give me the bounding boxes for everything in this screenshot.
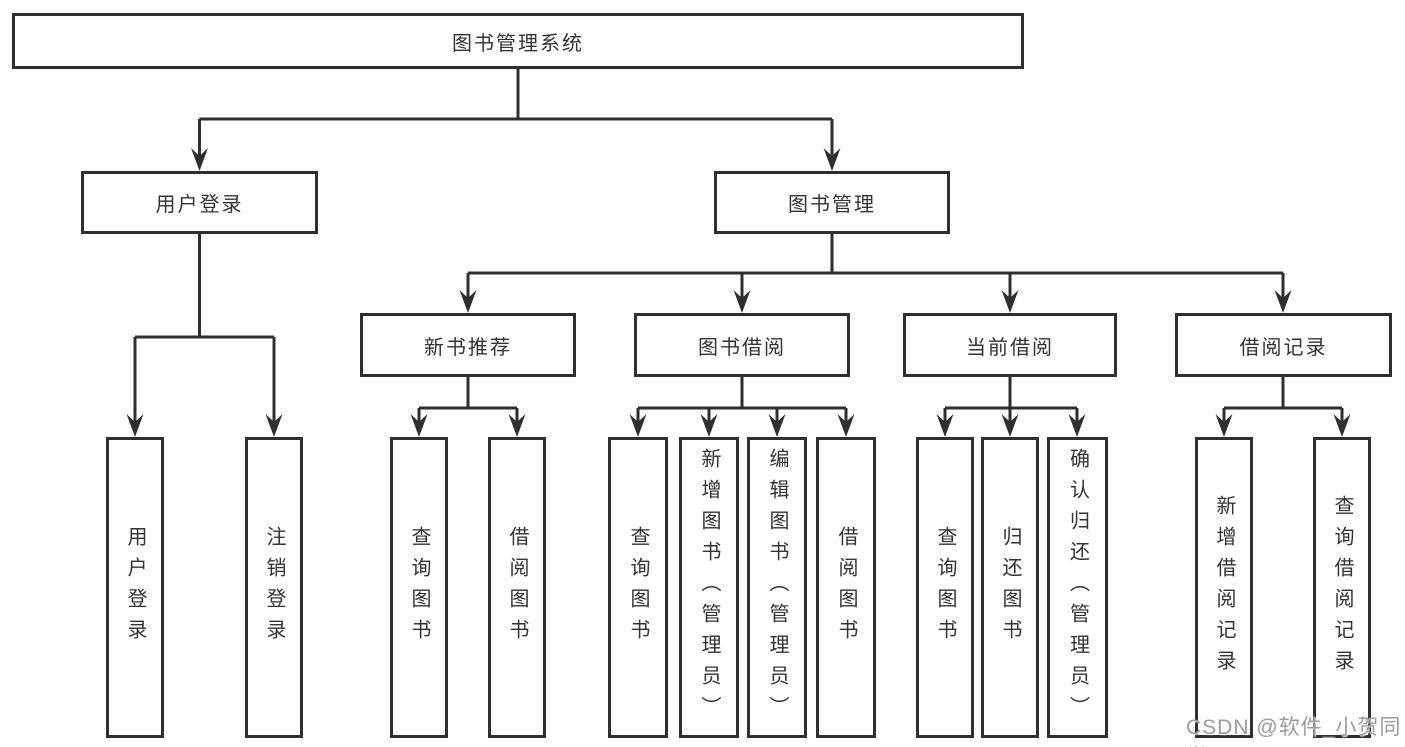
arrowhead-down-icon — [459, 290, 477, 313]
node-label: 新增图书（管理员） — [698, 448, 720, 727]
node-label: 借阅记录 — [1239, 336, 1328, 359]
node-label: 新书推荐 — [424, 336, 512, 359]
leaf-confirm-return-admin: 确认归还（管理员） — [1047, 437, 1108, 738]
leaf-add-borrow-record: 新增借阅记录 — [1195, 437, 1253, 738]
node-label: 借阅图书 — [835, 525, 857, 650]
arrowhead-down-icon — [1215, 414, 1233, 437]
node-book-borrowing: 图书借阅 — [634, 313, 850, 377]
node-label: 新增借阅记录 — [1213, 494, 1235, 681]
leaf-borrow-books: 借阅图书 — [816, 437, 876, 738]
arrowhead-down-icon — [191, 148, 208, 171]
node-label: 用户登录 — [124, 525, 146, 650]
arrowhead-down-icon — [823, 148, 841, 171]
node-system-root: 图书管理系统 — [12, 13, 1024, 69]
leaf-edit-books-admin: 编辑图书（管理员） — [747, 437, 807, 738]
node-label: 图书管理系统 — [452, 32, 584, 55]
node-label: 当前借阅 — [966, 336, 1054, 359]
node-borrow-records: 借阅记录 — [1175, 313, 1392, 377]
leaf-borrow-books: 借阅图书 — [488, 437, 546, 738]
node-label: 图书借阅 — [698, 336, 786, 359]
leaf-add-books-admin: 新增图书（管理员） — [679, 437, 739, 738]
arrowhead-down-icon — [629, 414, 647, 437]
node-label: 查询图书 — [408, 525, 430, 650]
node-current-borrowing: 当前借阅 — [903, 313, 1117, 377]
leaf-return-books: 归还图书 — [981, 437, 1039, 738]
node-book-management: 图书管理 — [714, 171, 950, 234]
arrowhead-down-icon — [265, 414, 283, 437]
node-label: 编辑图书（管理员） — [766, 448, 788, 727]
arrowhead-down-icon — [700, 414, 718, 437]
arrowhead-down-icon — [1274, 290, 1292, 313]
watermark-text: CSDN @软件_小贺同学 — [1186, 716, 1402, 747]
node-label: 查询图书 — [934, 525, 956, 650]
node-new-book-recommend: 新书推荐 — [360, 313, 576, 377]
node-user-login: 用户登录 — [81, 171, 318, 234]
leaf-query-borrow-record: 查询借阅记录 — [1313, 437, 1371, 738]
leaf-query-books: 查询图书 — [608, 437, 668, 738]
arrowhead-down-icon — [126, 414, 144, 437]
arrowhead-down-icon — [837, 414, 855, 437]
node-label: 归还图书 — [999, 525, 1021, 650]
leaf-query-books: 查询图书 — [916, 437, 974, 738]
node-label: 查询借阅记录 — [1331, 494, 1353, 681]
node-label: 查询图书 — [627, 525, 649, 650]
leaf-logout: 注销登录 — [245, 437, 303, 738]
node-label: 图书管理 — [788, 194, 876, 216]
arrowhead-down-icon — [1068, 414, 1086, 437]
node-label: 用户登录 — [155, 194, 244, 216]
arrowhead-down-icon — [936, 414, 954, 437]
arrowhead-down-icon — [733, 290, 751, 313]
arrowhead-down-icon — [508, 414, 526, 437]
arrowhead-down-icon — [1001, 290, 1019, 313]
arrowhead-down-icon — [1001, 414, 1019, 437]
node-label: 注销登录 — [263, 525, 285, 650]
node-label: 确认归还（管理员） — [1066, 448, 1089, 727]
arrowhead-down-icon — [1333, 414, 1351, 437]
leaf-query-books: 查询图书 — [390, 437, 448, 738]
arrowhead-down-icon — [768, 414, 786, 437]
node-label: 借阅图书 — [506, 525, 528, 650]
arrowhead-down-icon — [410, 414, 428, 437]
leaf-user-login: 用户登录 — [106, 437, 164, 738]
